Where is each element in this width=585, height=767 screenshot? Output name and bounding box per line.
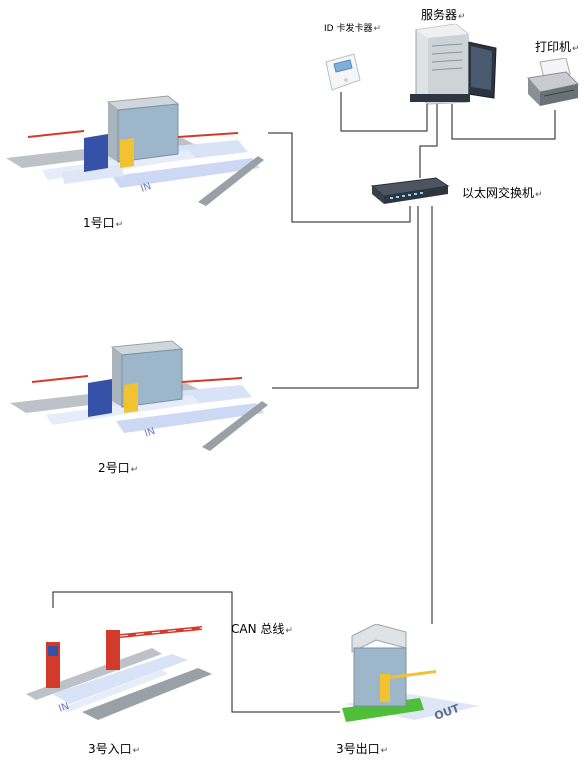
ethernet-switch-device xyxy=(370,176,450,208)
parking-booth-icon: IN xyxy=(6,337,272,453)
printer-icon xyxy=(526,58,580,110)
printer-label: 打印机↵ xyxy=(535,40,580,56)
gate3-exit-label: 3号出口↵ xyxy=(336,742,388,758)
printer-device xyxy=(526,58,580,110)
gate3-exit-scene: OUT xyxy=(340,624,480,732)
server-icon xyxy=(402,24,498,106)
barrier-gate-icon: IN xyxy=(22,608,216,724)
parking-booth-icon: IN xyxy=(2,92,268,208)
server-device xyxy=(402,24,498,106)
wire-server-switch xyxy=(420,104,437,178)
gate3-entry-label: 3号入口↵ xyxy=(88,742,140,758)
gate3-entry-scene: IN xyxy=(22,608,216,724)
switch-label: 以太网交换机↵ xyxy=(462,186,543,202)
gate2-scene: IN xyxy=(6,337,272,453)
can-bus-label: CAN 总线↵ xyxy=(231,622,293,638)
server-label: 服务器↵ xyxy=(421,8,466,24)
switch-icon xyxy=(370,176,450,208)
gate1-scene: IN xyxy=(2,92,268,208)
gate2-label: 2号口↵ xyxy=(98,461,138,477)
card-reader-label: ID 卡发卡器↵ xyxy=(324,22,381,36)
parking-booth-icon: OUT xyxy=(340,624,480,732)
card-reader-device xyxy=(320,52,364,92)
card-reader-icon xyxy=(320,52,364,92)
gate1-label: 1号口↵ xyxy=(83,216,123,232)
